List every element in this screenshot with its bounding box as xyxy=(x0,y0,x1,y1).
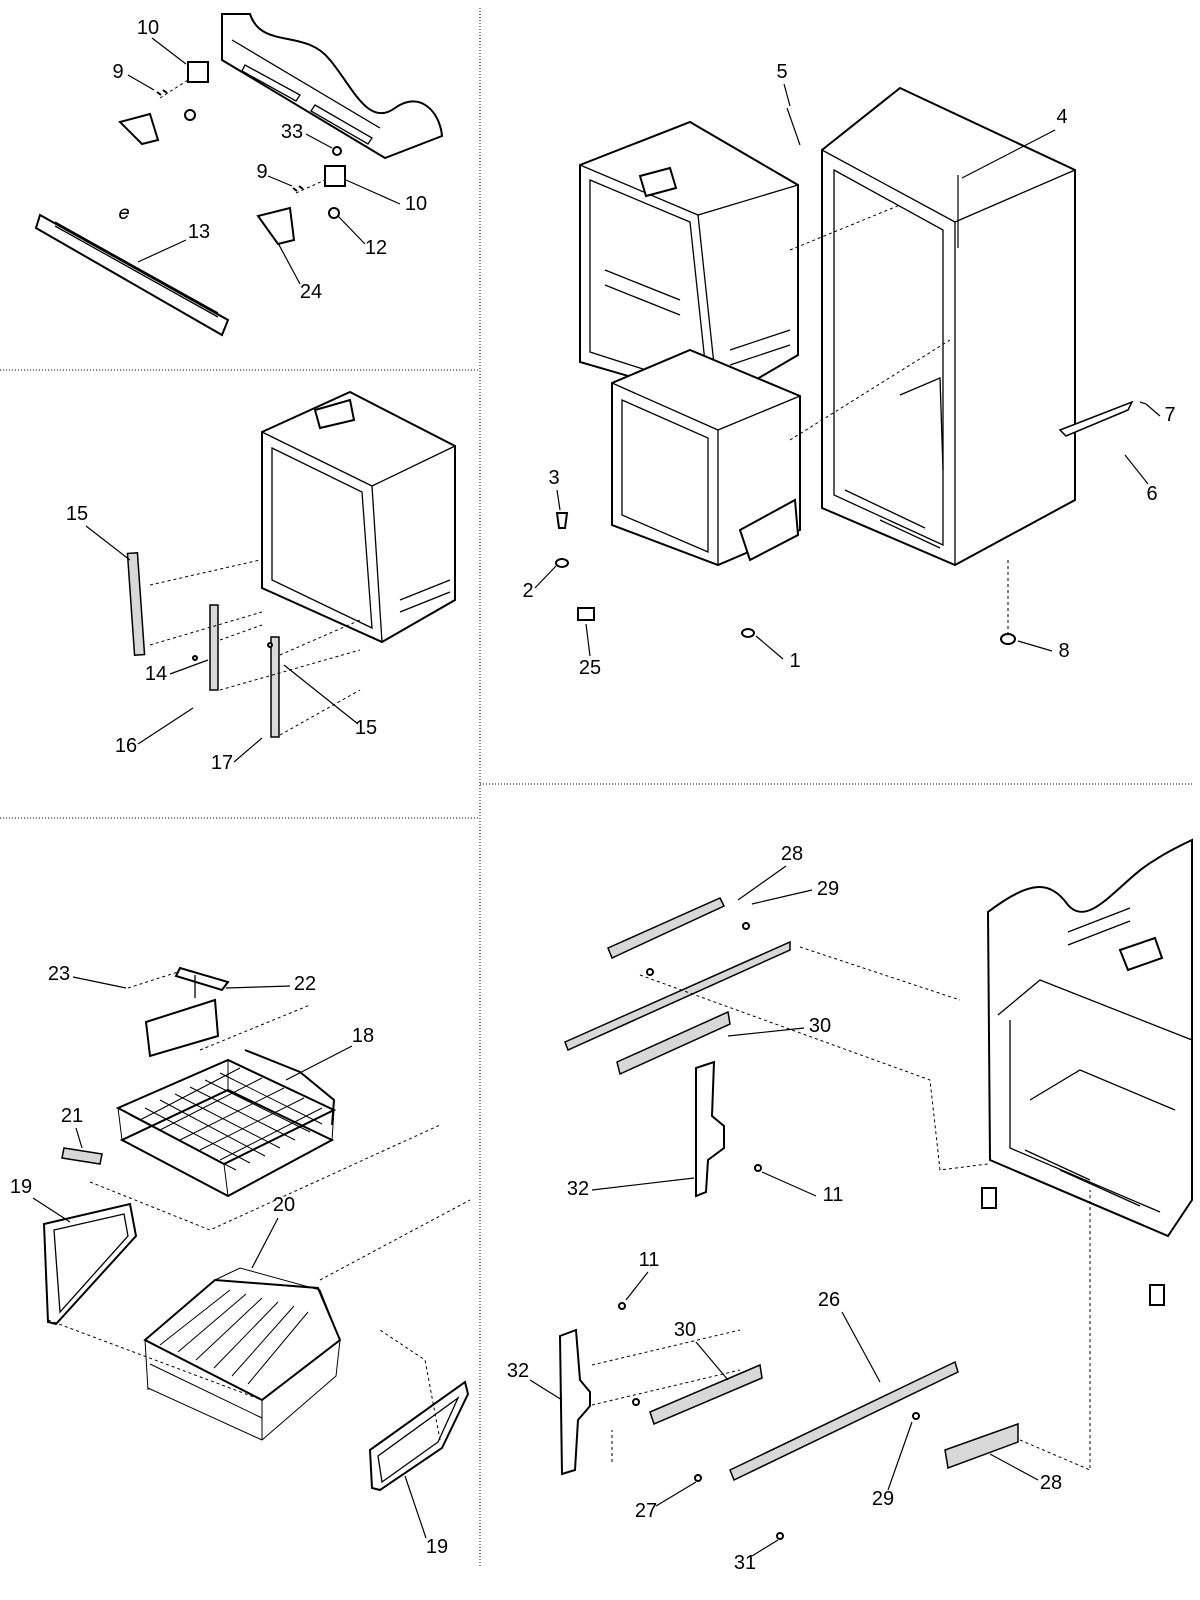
callout-16: 16 xyxy=(115,735,137,757)
callout-4: 4 xyxy=(1056,106,1067,128)
callout-26: 26 xyxy=(818,1289,840,1311)
cabinet-bottom-fragment xyxy=(221,13,444,160)
cabinet-lower-fragment xyxy=(981,838,1193,1306)
callout-19: 19 xyxy=(10,1176,32,1198)
liner-with-rails xyxy=(261,390,456,644)
section-baskets: 23 22 18 21 19 20 19 xyxy=(10,963,471,1558)
callout-23: 23 xyxy=(48,963,70,985)
callout-10: 10 xyxy=(137,17,159,39)
callout-27: 27 xyxy=(635,1500,657,1522)
callout-29: 29 xyxy=(872,1488,894,1510)
divider-part xyxy=(127,966,311,1058)
callout-9: 9 xyxy=(112,61,123,83)
section-hinge-grille: 𝑒 10 9 33 9 10 12 13 24 xyxy=(34,13,444,337)
side-panel-right xyxy=(368,1380,470,1492)
callout-5: 5 xyxy=(776,61,787,83)
upper-wire-basket xyxy=(115,1049,337,1198)
hinge-cover-left xyxy=(118,112,160,146)
shelf-rail-center xyxy=(209,604,219,691)
callout-30: 30 xyxy=(674,1319,696,1341)
callout-31: 31 xyxy=(734,1552,756,1574)
callout-18: 18 xyxy=(352,1025,374,1047)
shelf-rail-right xyxy=(270,636,280,738)
side-panel-left xyxy=(42,1202,138,1326)
callout-25: 25 xyxy=(579,657,601,679)
callout-2: 2 xyxy=(522,580,533,602)
callout-28: 28 xyxy=(1040,1472,1062,1494)
callout-9: 9 xyxy=(256,161,267,183)
callout-3: 3 xyxy=(548,467,559,489)
callout-11: 11 xyxy=(823,1184,844,1206)
section-dividers xyxy=(0,8,1192,1568)
callout-11: 11 xyxy=(639,1249,660,1271)
callout-8: 8 xyxy=(1058,640,1069,662)
svg-text:𝑒: 𝑒 xyxy=(119,202,130,224)
hinge-bracket-right xyxy=(292,146,346,219)
callout-14: 14 xyxy=(145,663,167,685)
slide-lower xyxy=(649,1360,1019,1482)
callout-32: 32 xyxy=(507,1360,529,1382)
water-tube xyxy=(1058,400,1147,437)
callout-20: 20 xyxy=(273,1194,295,1216)
cabinet-shell xyxy=(821,86,1076,567)
callout-29: 29 xyxy=(817,878,839,900)
callout-21: 21 xyxy=(61,1105,83,1127)
callout-33: 33 xyxy=(281,121,303,143)
section-shelf-rails: 15 14 16 17 15 xyxy=(66,390,456,774)
callout-22: 22 xyxy=(294,973,316,995)
slide-upper xyxy=(564,897,791,1076)
callout-19: 19 xyxy=(426,1536,448,1558)
callout-10: 10 xyxy=(405,193,427,215)
callout-7: 7 xyxy=(1164,404,1175,426)
callout-24: 24 xyxy=(300,281,322,303)
callout-13: 13 xyxy=(188,221,210,243)
callout-28: 28 xyxy=(781,843,803,865)
callout-30: 30 xyxy=(809,1015,831,1037)
callout-32: 32 xyxy=(567,1178,589,1200)
lower-wire-basket xyxy=(143,1267,342,1441)
hinge-bracket-left xyxy=(156,61,209,121)
toe-grille: 𝑒 xyxy=(34,202,230,337)
bracket-lower xyxy=(558,1328,591,1476)
basket-handle-part xyxy=(61,1147,103,1165)
door-stop-parts xyxy=(555,512,1016,645)
bracket-upper xyxy=(695,1060,725,1198)
hinge-cover-right xyxy=(256,206,296,246)
callout-1: 1 xyxy=(789,650,800,672)
callout-6: 6 xyxy=(1146,483,1157,505)
shelf-rail-left xyxy=(126,551,146,657)
callout-15: 15 xyxy=(66,503,88,525)
lower-liner xyxy=(611,348,801,567)
section-drawer-slides: 28 29 30 32 11 11 30 26 32 29 28 27 31 xyxy=(507,838,1193,1574)
callout-17: 17 xyxy=(211,752,233,774)
callout-12: 12 xyxy=(365,237,387,259)
section-cabinet-liner: 5 4 7 6 3 2 25 1 8 xyxy=(522,61,1175,679)
callout-15: 15 xyxy=(355,717,377,739)
